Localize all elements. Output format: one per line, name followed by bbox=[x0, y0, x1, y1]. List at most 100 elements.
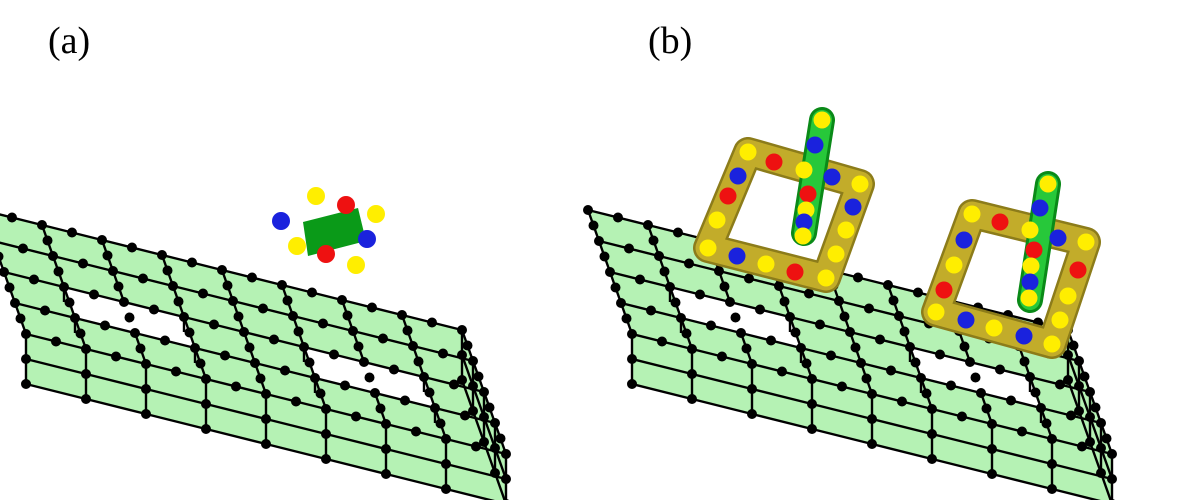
vertex bbox=[867, 414, 877, 424]
vertex bbox=[796, 343, 806, 353]
vertex bbox=[490, 443, 500, 453]
face bbox=[244, 332, 315, 378]
vertex bbox=[108, 266, 118, 276]
vertex bbox=[190, 343, 200, 353]
vertex bbox=[81, 369, 91, 379]
vertex bbox=[367, 302, 377, 313]
vertex bbox=[1077, 441, 1087, 452]
vertex bbox=[588, 220, 599, 231]
face bbox=[266, 419, 326, 459]
yellow-marker bbox=[1022, 257, 1040, 275]
yellow-marker bbox=[945, 256, 963, 274]
vertex bbox=[220, 350, 230, 361]
face bbox=[342, 300, 413, 346]
edge bbox=[751, 412, 813, 431]
blue-marker bbox=[1049, 229, 1067, 247]
vertex bbox=[987, 444, 997, 454]
vertex bbox=[779, 296, 790, 307]
edge bbox=[85, 372, 147, 391]
vertex bbox=[659, 266, 670, 277]
edge bbox=[325, 432, 387, 451]
face bbox=[113, 271, 184, 317]
vertex bbox=[400, 395, 410, 406]
face bbox=[184, 317, 255, 363]
yellow-marker bbox=[1039, 175, 1057, 193]
vertex bbox=[293, 326, 304, 337]
vertex bbox=[583, 205, 593, 215]
edge bbox=[1077, 385, 1092, 418]
edge bbox=[0, 257, 6, 273]
vertex bbox=[807, 374, 817, 384]
vertex bbox=[1006, 395, 1016, 406]
blue-marker bbox=[1021, 273, 1039, 291]
vertex bbox=[78, 258, 88, 269]
vertex bbox=[187, 257, 197, 268]
vertex bbox=[321, 429, 331, 439]
vertex bbox=[1041, 418, 1052, 429]
blue-marker bbox=[358, 230, 376, 248]
edge bbox=[1099, 472, 1112, 500]
vertex bbox=[51, 336, 61, 347]
edge bbox=[631, 357, 693, 376]
edge bbox=[1077, 410, 1092, 443]
red-marker bbox=[1069, 261, 1087, 279]
vertex bbox=[291, 396, 301, 407]
face bbox=[992, 449, 1052, 489]
yellow-marker bbox=[851, 175, 869, 193]
edge bbox=[471, 385, 486, 418]
face bbox=[75, 318, 146, 364]
vertex bbox=[777, 366, 787, 377]
vertex bbox=[141, 409, 151, 419]
vertex bbox=[484, 402, 495, 413]
face bbox=[632, 334, 692, 374]
vertex bbox=[839, 311, 850, 322]
vertex bbox=[741, 343, 752, 354]
face bbox=[135, 333, 206, 379]
vertex bbox=[42, 235, 53, 246]
vertex bbox=[490, 468, 500, 478]
face bbox=[0, 242, 64, 287]
vertex bbox=[867, 439, 877, 449]
vertex bbox=[119, 297, 129, 307]
vertex bbox=[299, 342, 309, 352]
vertex bbox=[1074, 356, 1084, 366]
vertex bbox=[648, 235, 659, 246]
vertex bbox=[239, 327, 249, 337]
vertex bbox=[976, 388, 986, 398]
vertex bbox=[807, 399, 817, 409]
vertex bbox=[378, 333, 388, 344]
vertex bbox=[127, 242, 137, 253]
yellow-marker bbox=[827, 245, 845, 263]
vertex bbox=[594, 236, 604, 246]
blue-marker bbox=[844, 198, 862, 216]
vertex bbox=[353, 341, 364, 352]
edge bbox=[482, 416, 497, 449]
vertex bbox=[217, 265, 227, 275]
vertex bbox=[695, 289, 705, 300]
blue-marker bbox=[823, 168, 841, 186]
vertex bbox=[397, 310, 407, 320]
face bbox=[981, 393, 1052, 439]
face bbox=[446, 464, 506, 500]
vertex bbox=[970, 372, 981, 383]
yellow-marker bbox=[1021, 221, 1039, 239]
face bbox=[932, 409, 992, 449]
edge bbox=[265, 442, 327, 461]
vertex bbox=[747, 359, 757, 369]
face bbox=[812, 404, 872, 444]
vertex bbox=[408, 341, 418, 351]
vertex bbox=[616, 298, 626, 308]
face bbox=[146, 389, 206, 429]
face bbox=[4, 272, 75, 318]
vertex bbox=[89, 289, 99, 300]
vertex bbox=[479, 412, 489, 422]
vertex bbox=[157, 250, 167, 260]
yellow-marker bbox=[288, 237, 306, 255]
vertex bbox=[670, 297, 681, 308]
vertex bbox=[40, 305, 50, 316]
vertex bbox=[867, 389, 877, 399]
vertex bbox=[1096, 443, 1106, 453]
vertex bbox=[1063, 375, 1073, 385]
face bbox=[15, 303, 86, 349]
